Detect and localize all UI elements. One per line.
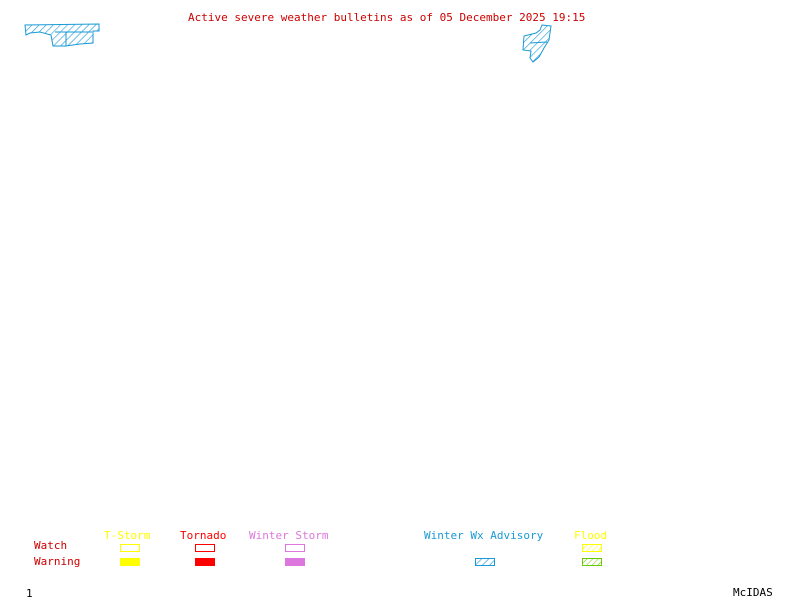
legend-tornado-watch-swatch [195, 544, 215, 552]
legend-flood-watch-swatch [582, 544, 602, 552]
legend-winter-advisory-swatch [475, 558, 495, 566]
legend-tstorm-label: T-Storm [104, 529, 151, 542]
map-title: Active severe weather bulletins as of 05… [188, 11, 586, 24]
legend-tornado-label: Tornado [180, 529, 227, 542]
legend-tstorm-watch-swatch [120, 544, 140, 552]
legend-tstorm-warning-swatch [120, 558, 140, 566]
legend-warning-label: Warning [34, 555, 81, 568]
advisory-area-northwest[interactable] [24, 23, 100, 47]
legend-flood-warning-swatch [582, 558, 602, 566]
advisory-area-northeast[interactable] [522, 24, 552, 63]
legend-watch-label: Watch [34, 539, 68, 552]
frame-number: 1 [26, 587, 33, 600]
legend-winter-storm-label: Winter Storm [249, 529, 329, 542]
legend-flood-label: Flood [574, 529, 608, 542]
software-label: McIDAS [733, 586, 773, 599]
legend-winter-storm-warning-swatch [285, 558, 305, 566]
legend-tornado-warning-swatch [195, 558, 215, 566]
legend-winter-storm-watch-swatch [285, 544, 305, 552]
legend-winter-advisory-label: Winter Wx Advisory [424, 529, 544, 542]
